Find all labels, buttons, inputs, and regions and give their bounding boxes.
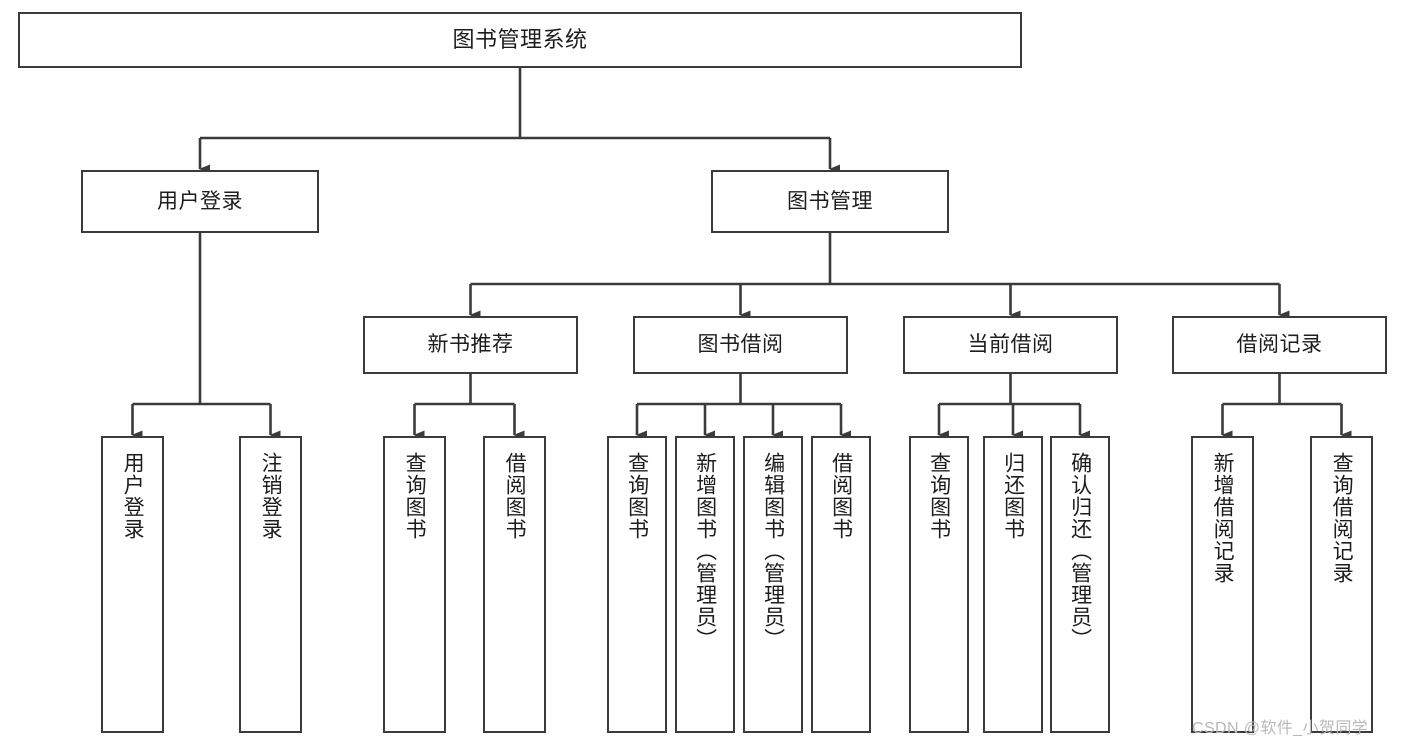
node-label: 编辑图书（管理员） (761, 452, 785, 650)
node-label: 借阅图书 (829, 452, 853, 540)
watermark: CSDN @软件_小贺同学 (1192, 720, 1369, 737)
node-label: 归还图书 (1001, 452, 1025, 540)
node-label: 图书管理系统 (452, 26, 588, 52)
node-label: 借阅图书 (503, 452, 527, 540)
node-label: 新增借阅记录 (1211, 452, 1235, 584)
node-book-manage[interactable]: 图书管理 (711, 170, 949, 233)
node-leaf-user-logout[interactable]: 注销登录 (239, 436, 302, 733)
node-label: 借阅记录 (1236, 333, 1323, 357)
node-label: 图书借阅 (697, 333, 784, 357)
node-label: 确认归还（管理员） (1068, 452, 1092, 650)
node-label: 查询图书 (927, 452, 951, 540)
node-label: 图书管理 (787, 189, 873, 213)
node-leaf-cb-confirm[interactable]: 确认归还（管理员） (1050, 436, 1110, 733)
node-leaf-cb-return[interactable]: 归还图书 (983, 436, 1043, 733)
node-borrow-record[interactable]: 借阅记录 (1172, 316, 1387, 374)
node-label: 新增图书（管理员） (693, 452, 717, 650)
node-current-borrow[interactable]: 当前借阅 (903, 316, 1118, 374)
node-leaf-nbr-borrow[interactable]: 借阅图书 (483, 436, 546, 733)
node-label: 查询借阅记录 (1330, 452, 1354, 584)
node-leaf-user-login[interactable]: 用户登录 (101, 436, 164, 733)
node-leaf-bb-borrow[interactable]: 借阅图书 (811, 436, 871, 733)
node-new-book-rec[interactable]: 新书推荐 (363, 316, 578, 374)
node-root[interactable]: 图书管理系统 (18, 12, 1022, 68)
node-book-borrow[interactable]: 图书借阅 (633, 316, 848, 374)
node-label: 注销登录 (259, 452, 283, 540)
connector-lines (131, 68, 1352, 440)
node-leaf-cb-query[interactable]: 查询图书 (909, 436, 969, 733)
node-label: 新书推荐 (427, 333, 514, 357)
node-user-login[interactable]: 用户登录 (81, 170, 319, 233)
node-label: 查询图书 (625, 452, 649, 540)
node-leaf-nbr-query[interactable]: 查询图书 (383, 436, 446, 733)
node-leaf-bb-edit[interactable]: 编辑图书（管理员） (743, 436, 803, 733)
node-leaf-br-query[interactable]: 查询借阅记录 (1310, 436, 1373, 733)
node-label: 查询图书 (403, 452, 427, 540)
node-label: 用户登录 (157, 189, 243, 213)
node-leaf-bb-query[interactable]: 查询图书 (607, 436, 667, 733)
node-leaf-bb-add[interactable]: 新增图书（管理员） (675, 436, 735, 733)
node-label: 用户登录 (121, 452, 145, 540)
node-leaf-br-add[interactable]: 新增借阅记录 (1191, 436, 1254, 733)
node-label: 当前借阅 (967, 333, 1054, 357)
